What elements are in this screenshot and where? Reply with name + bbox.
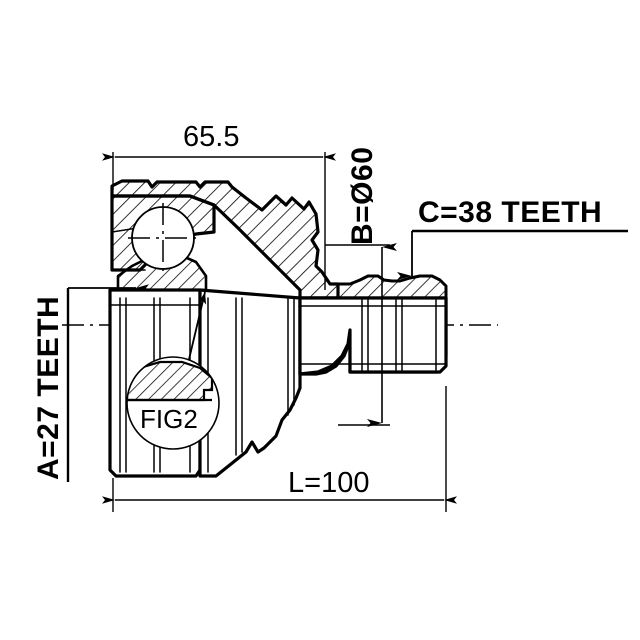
dimension-b-label: B=Ø60	[346, 147, 379, 245]
dimension-l-100-label: L=100	[288, 467, 369, 499]
label-a-teeth: A=27 TEETH	[32, 284, 149, 482]
dimension-b-diameter: B=Ø60	[325, 147, 397, 427]
rubber-boot-bellows	[198, 288, 302, 478]
label-a-teeth-text: A=27 TEETH	[32, 296, 65, 480]
fig2-detail-callout: FIG2	[126, 291, 220, 450]
label-c-teeth-text: C=38 TEETH	[418, 196, 602, 229]
ball-bearing	[128, 203, 198, 273]
splined-shaft-stub	[298, 274, 448, 376]
dimension-65-5-label: 65.5	[183, 121, 239, 153]
label-c-teeth: C=38 TEETH	[397, 196, 628, 280]
dimension-65-5: 65.5	[102, 121, 336, 290]
fig2-label: FIG2	[140, 404, 198, 434]
dimension-l-100: L=100	[102, 386, 457, 512]
